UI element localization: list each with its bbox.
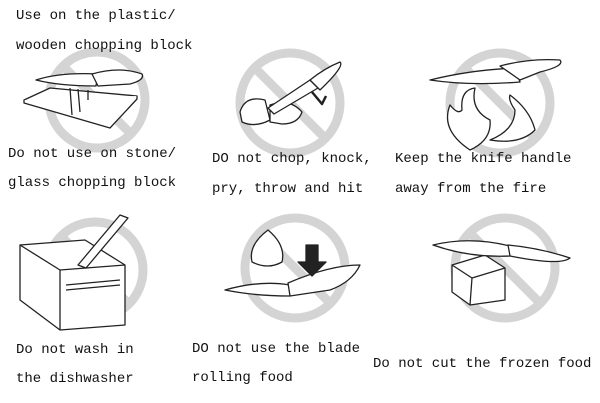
garlic-knife-icon: [224, 229, 361, 297]
glass-board-knife-icon: [23, 69, 144, 129]
knife-over-fire-icon: [429, 58, 562, 151]
caption-frozen: Do not cut the frozen food: [373, 356, 592, 372]
bread-knife-icon: [239, 61, 342, 126]
caption-chop-line-2: pry, throw and hit: [212, 181, 364, 197]
caption-dishwasher-line-2: the dishwasher: [16, 371, 134, 387]
caption-dishwasher-line-1: Do not wash in: [16, 342, 134, 358]
caption-chop-line-1: DO not chop, knock,: [212, 151, 372, 167]
caption-fire-line-1: Keep the knife handle: [395, 151, 572, 167]
caption-fire-line-2: away from the fire: [395, 181, 547, 197]
dishwasher-icon: [19, 214, 129, 331]
caption-rolling-line-2: rolling food: [192, 370, 293, 386]
prohibit-icon-5: [240, 213, 350, 323]
caption-stone-line-2: glass chopping block: [8, 175, 177, 191]
caption-rolling-line-1: DO not use the blade: [192, 341, 361, 357]
instruction-header-line-2: wooden chopping block: [16, 38, 193, 54]
frozen-block-knife-icon: [432, 240, 571, 306]
caption-stone-line-1: Do not use on stone/: [8, 146, 177, 162]
instruction-header-line-1: Use on the plastic/: [16, 8, 176, 24]
